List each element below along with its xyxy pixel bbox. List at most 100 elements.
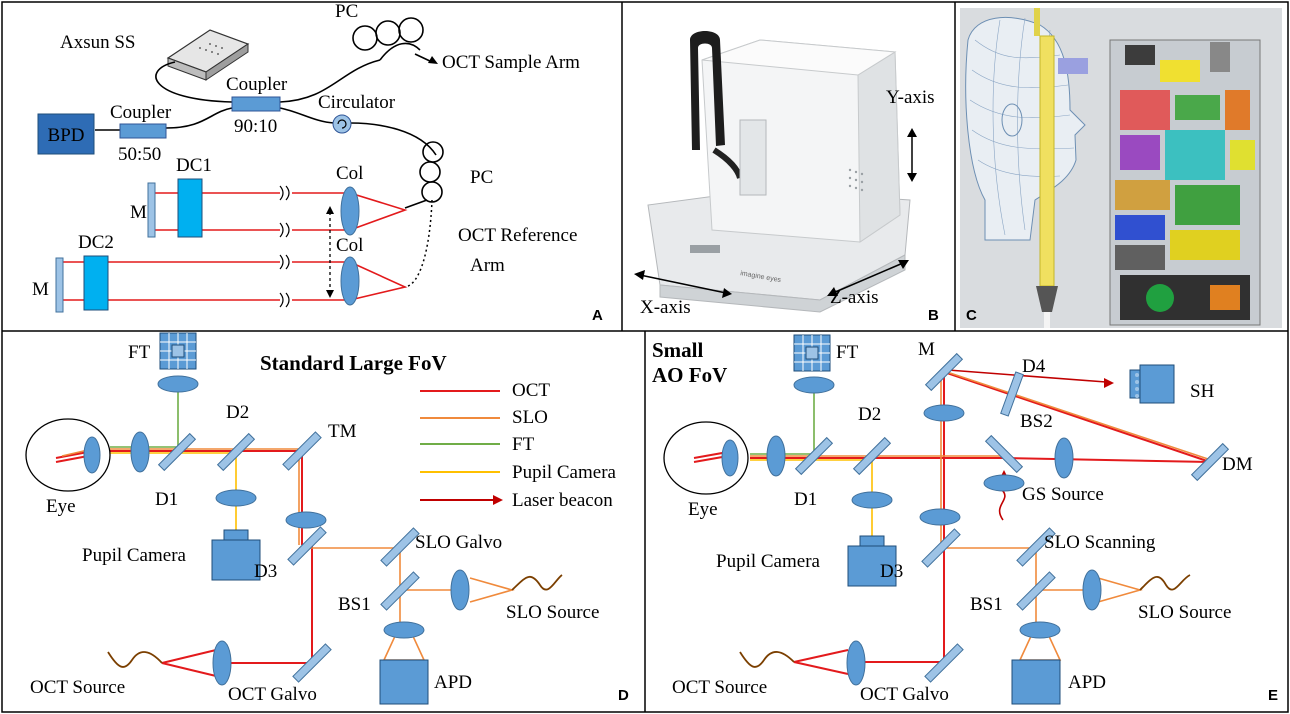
apd-e: [1011, 659, 1061, 705]
legend-label-beacon: Laser beacon: [512, 490, 613, 511]
oct-galvo-e: [924, 643, 964, 683]
sample-arm-label: OCT Sample Arm: [442, 52, 580, 73]
panel-c: C: [960, 8, 1282, 328]
axsun-source-device: [166, 29, 250, 81]
pc-right-label: PC: [470, 167, 493, 188]
slo-fiber-e: [1139, 574, 1191, 591]
dc2-cell: [83, 255, 109, 311]
legend-label-oct: OCT: [512, 380, 550, 401]
eye-d: [25, 418, 111, 492]
coupler-left-label: Coupler: [110, 102, 172, 123]
dichroic-d3-e: [921, 528, 961, 568]
shack-hartmann-e: [1129, 364, 1175, 404]
panel-letter-b: B: [928, 307, 939, 324]
pupil-lens-e: [851, 491, 893, 509]
d2-label-d: D2: [226, 402, 249, 423]
axsun-label: Axsun SS: [60, 32, 136, 53]
eye-label-e: Eye: [688, 499, 718, 520]
d2-label-e: D2: [858, 404, 881, 425]
d1-label-d: D1: [155, 489, 178, 510]
reference-beams: [62, 192, 408, 301]
deformable-mirror-e: [1190, 442, 1230, 482]
mirror-m1: [147, 182, 156, 238]
relay-lens-e2: [919, 508, 961, 526]
bs2-label-e: BS2: [1020, 411, 1053, 432]
dichroic-d3-d: [287, 526, 327, 566]
fixation-target-d: [159, 332, 197, 370]
ft-label-d: FT: [128, 342, 151, 363]
relay-lens-d: [285, 511, 327, 529]
slo-fiber-d: [511, 574, 563, 591]
gs-source-lens-e: [983, 474, 1025, 492]
bpd-detector: [37, 113, 95, 155]
mirror-m2: [55, 257, 64, 313]
oct-source-label-d: OCT Source: [30, 677, 125, 698]
m-label-e: M: [918, 339, 935, 360]
pupil-camera-label-e: Pupil Camera: [716, 551, 821, 572]
apd-label-e: APD: [1068, 672, 1106, 693]
panel-e: Small AO FoV FT M D4 SH D2 BS2 DM Eye D1…: [652, 334, 1278, 705]
axis-arrows-b: [639, 134, 913, 294]
d3-label-e: D3: [880, 561, 903, 582]
dotted-fiber: [404, 199, 433, 288]
panel-d-title: Standard Large FoV: [260, 351, 447, 375]
eye-label-d: Eye: [46, 496, 76, 517]
oct-beam-e: [693, 371, 1211, 675]
reference-arm-label-1: OCT Reference: [458, 225, 577, 246]
tm-label-d: TM: [328, 421, 357, 442]
legend-label-ft: FT: [512, 434, 535, 455]
mirror-m-e: [924, 352, 964, 392]
col1-label: Col: [336, 163, 363, 184]
device-illustration: [647, 31, 911, 313]
oct-fiber-e: [739, 651, 795, 668]
sample-arm-arrow: [414, 53, 438, 64]
panel-e-title-1: Small: [652, 338, 704, 362]
y-axis-label: Y-axis: [886, 87, 935, 108]
col2-label: Col: [336, 235, 363, 256]
circulator: [332, 114, 352, 134]
dc1-cell: [177, 178, 203, 238]
fiber-lines-a: [95, 17, 444, 209]
oct-fiber-d: [107, 651, 163, 668]
ft-lens-d: [157, 375, 199, 393]
z-axis-label: Z-axis: [830, 287, 879, 308]
optomechanical-assembly: [1109, 39, 1261, 326]
ratio-top-label: 90:10: [234, 116, 277, 137]
oct-lens-e: [846, 640, 866, 686]
oct-lens-d: [212, 640, 232, 686]
legend-label-slo: SLO: [512, 407, 548, 428]
d4-label-e: D4: [1022, 356, 1046, 377]
apd-d: [379, 659, 429, 705]
chin-rest-post: [1034, 8, 1088, 328]
eye-lens-d: [130, 431, 150, 473]
oct-galvo-d: [292, 643, 332, 683]
dichroic-d1-e: [794, 436, 834, 476]
fixation-target-e: [793, 334, 831, 372]
dichroic-d2-e: [852, 436, 892, 476]
d1-label-e: D1: [794, 489, 817, 510]
panel-a: BPD Axsun SS P: [32, 1, 603, 324]
slo-lens-d: [450, 569, 470, 611]
axis-arrow-heads-b: [634, 128, 917, 298]
slo-galvo-label-d: SLO Galvo: [415, 532, 502, 553]
bs1-d: [380, 571, 420, 611]
coupler-50-50: [119, 123, 167, 139]
ft-lens-e: [793, 376, 835, 394]
circulator-label: Circulator: [318, 92, 396, 113]
legend-label-pupil: Pupil Camera: [512, 462, 617, 483]
ratio-left-label: 50:50: [118, 144, 161, 165]
panel-letter-e: E: [1268, 687, 1278, 704]
pupil-camera-label-d: Pupil Camera: [82, 545, 187, 566]
translation-arrow-head-bottom: [326, 290, 334, 298]
m1-label: M: [130, 202, 147, 223]
d3-label-d: D3: [254, 561, 277, 582]
pupil-camera-e: [847, 535, 897, 587]
pupil-lens-d: [215, 489, 257, 507]
eye-e: [663, 421, 749, 495]
panel-letter-a: A: [592, 307, 603, 324]
coupler-top-label: Coupler: [226, 74, 288, 95]
reference-arm-label-2: Arm: [470, 255, 505, 276]
coupler-90-10: [231, 96, 281, 112]
